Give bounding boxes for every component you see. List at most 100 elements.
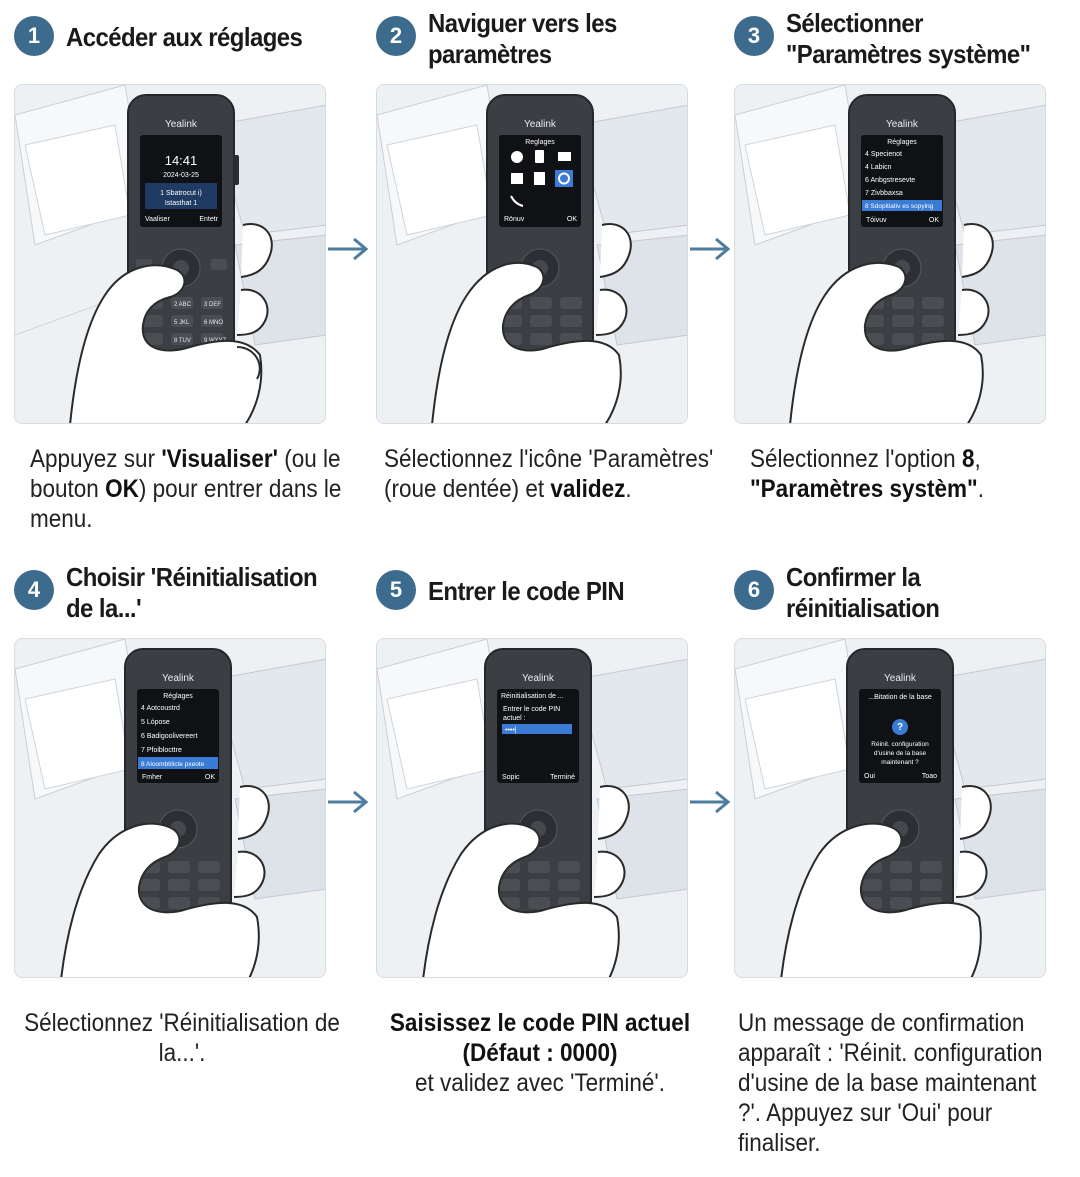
caption-emphasis: validez bbox=[550, 475, 626, 503]
step-caption: Sélectionnez 'Réinitialisation de la...'… bbox=[11, 1008, 353, 1068]
menu-item[interactable]: 6 Badigoolivereert bbox=[141, 733, 197, 740]
step-number-badge: 1 bbox=[14, 16, 54, 56]
menu-item[interactable]: 7 Zivbbaxsa bbox=[865, 190, 903, 197]
step-title: Entrer le code PIN bbox=[428, 576, 625, 606]
hand bbox=[60, 785, 270, 977]
menu-item[interactable]: 5 Lópose bbox=[141, 719, 170, 726]
phone-in-hand-illustration: Yealink ...Bitation de la base ? Réinit.… bbox=[735, 639, 1045, 977]
illustration-panel: Yealink Réglages 4 Aotcoustrd 5 Lópose 6… bbox=[14, 638, 326, 978]
softkey-right-label: OK bbox=[929, 217, 939, 224]
caption-text: Sélectionnez l'option bbox=[750, 445, 962, 473]
caption-emphasis: OK bbox=[105, 475, 139, 503]
book-icon bbox=[534, 172, 545, 185]
menu-item[interactable]: 4 Specienot bbox=[865, 151, 902, 158]
step-number-badge: 4 bbox=[14, 570, 54, 610]
hand bbox=[422, 785, 630, 977]
caption-text: Un message de confirmation apparaît : 'R… bbox=[738, 1009, 1043, 1157]
caption-text: Sélectionnez 'Réinitialisation de la...'… bbox=[24, 1009, 340, 1067]
caption-text: Sélectionnez l'icône 'Paramètres' (roue … bbox=[384, 445, 714, 503]
phone-in-hand-illustration: Yealink 14:41 2024-03-25 1 Sbatrocut i) … bbox=[15, 85, 325, 423]
softkey-right-label[interactable]: Toao bbox=[922, 773, 937, 780]
menu-icon-grid[interactable] bbox=[510, 150, 573, 207]
screen-header: Reglages bbox=[525, 139, 555, 146]
softkey-right-label: OK bbox=[567, 216, 577, 223]
key-8: 8 TUV bbox=[174, 338, 191, 344]
menu-item[interactable]: 7 Pfoiblocttre bbox=[141, 747, 182, 754]
gear-icon-selected bbox=[555, 170, 573, 187]
brand-logo: Yealink bbox=[884, 673, 917, 684]
hand bbox=[431, 223, 632, 423]
step-title: Naviguer vers les paramètres bbox=[428, 8, 617, 69]
handset: Yealink Réinitialisation de ... Entrer l… bbox=[484, 648, 592, 968]
menu-item[interactable]: 4 Labicn bbox=[865, 164, 892, 171]
menu-item-selected[interactable]: 8 Sdopitiativ es sopying bbox=[865, 203, 934, 210]
directory-icon bbox=[511, 173, 523, 184]
mail-icon bbox=[558, 152, 571, 161]
menu-item[interactable]: 6 Anbgstresevte bbox=[865, 177, 915, 184]
step-number-badge: 5 bbox=[376, 570, 416, 610]
phone-screen bbox=[140, 135, 222, 227]
softkey-left-label: Vaaliser bbox=[145, 216, 170, 223]
menu-item-highlight bbox=[138, 757, 218, 769]
pin-input-value: ••••| bbox=[505, 727, 517, 734]
step-header: 1 Accéder aux réglages bbox=[14, 14, 354, 84]
pin-input-field[interactable] bbox=[502, 724, 572, 734]
caption-text: Appuyez sur bbox=[30, 445, 162, 473]
screen-prompt: actuel : bbox=[503, 715, 526, 722]
handset: Yealink 14:41 2024-03-25 1 Sbatrocut i) … bbox=[127, 94, 239, 404]
illustration-panel: Yealink Reglages Rönuv OK bbox=[376, 84, 688, 424]
caption-text: (ou le bouton bbox=[30, 445, 341, 503]
caption-text: ) pour entrer dans le menu. bbox=[30, 475, 342, 533]
message-icon[interactable] bbox=[211, 259, 227, 270]
brand-logo: Yealink bbox=[162, 673, 195, 684]
step-title: Confirmer la réinitialisation bbox=[786, 562, 940, 623]
brand-logo: Yealink bbox=[522, 673, 555, 684]
screen-prompt: Entrer le code PIN bbox=[503, 706, 560, 713]
step-header: 6 Confirmer la réinitialisation bbox=[734, 562, 1074, 638]
step-number-badge: 6 bbox=[734, 570, 774, 610]
illustration-panel: Yealink Réinitialisation de ... Entrer l… bbox=[376, 638, 688, 978]
illustration-panel: Yealink Réglages 4 Specienot 4 Labicn 6 … bbox=[734, 84, 1046, 424]
phone-in-hand-illustration: Yealink Reglages Rönuv OK bbox=[377, 85, 687, 423]
caption-emphasis: "Paramètres systèm" bbox=[750, 475, 978, 503]
arrow-right-icon bbox=[328, 790, 369, 814]
step-header: 3 Sélectionner "Paramètres système" bbox=[734, 8, 1074, 84]
phone-screen bbox=[497, 689, 579, 783]
screen-header: ...Bitation de la base bbox=[868, 694, 932, 701]
softkey-left-label: Sopic bbox=[502, 774, 520, 781]
brand-logo: Yealink bbox=[524, 119, 557, 130]
softkey-left-label[interactable]: Oui bbox=[864, 773, 875, 780]
handset: Yealink Reglages Rönuv OK bbox=[486, 94, 594, 404]
caption-text: , bbox=[974, 445, 981, 473]
step-title: Accéder aux réglages bbox=[66, 22, 303, 52]
caption-text: . bbox=[977, 475, 984, 503]
step-caption: Sélectionnez l'option 8, "Paramètres sys… bbox=[750, 444, 1080, 504]
caption-emphasis: 8 bbox=[961, 445, 975, 473]
phone-in-hand-illustration: Yealink Réglages 4 Specienot 4 Labicn 6 … bbox=[735, 85, 1045, 423]
hand bbox=[69, 223, 273, 423]
phone-in-hand-illustration: Yealink Réinitialisation de ... Entrer l… bbox=[377, 639, 687, 977]
phone-screen bbox=[859, 689, 941, 783]
caption-emphasis: 'Visualiser' bbox=[161, 445, 278, 473]
brand-logo: Yealink bbox=[886, 119, 919, 130]
menu-item[interactable]: 4 Aotcoustrd bbox=[141, 705, 180, 712]
screen-line: Istasthat 1 bbox=[165, 200, 197, 207]
handset: Yealink Réglages 4 Aotcoustrd 5 Lópose 6… bbox=[124, 648, 232, 968]
screen-header: Réglages bbox=[163, 693, 193, 700]
question-icon-glyph: ? bbox=[897, 722, 903, 733]
softkey-right-label: Entetr bbox=[199, 216, 218, 223]
softkey-right-label: Terminé bbox=[550, 774, 575, 781]
step-title: Choisir 'Réinitialisation de la...' bbox=[66, 562, 318, 623]
arrow-right-icon bbox=[328, 237, 369, 261]
key-6: 6 MNO bbox=[204, 320, 223, 326]
step-caption: Un message de confirmation apparaît : 'R… bbox=[738, 1008, 1062, 1158]
step-title: Sélectionner "Paramètres système" bbox=[786, 8, 1031, 69]
menu-item-selected[interactable]: 8 Aloombtilicte pxeote bbox=[141, 761, 205, 768]
caption-emphasis: Saisissez le code PIN actuel bbox=[389, 1009, 691, 1037]
softkey-left-label: Tóivuv bbox=[866, 217, 887, 224]
screen-header: Réglages bbox=[887, 139, 917, 146]
screen-date: 2024-03-25 bbox=[163, 172, 199, 179]
step-header: 2 Naviguer vers les paramètres bbox=[376, 8, 716, 84]
illustration-panel: Yealink 14:41 2024-03-25 1 Sbatrocut i) … bbox=[14, 84, 326, 424]
menu-item-highlight bbox=[862, 200, 942, 211]
